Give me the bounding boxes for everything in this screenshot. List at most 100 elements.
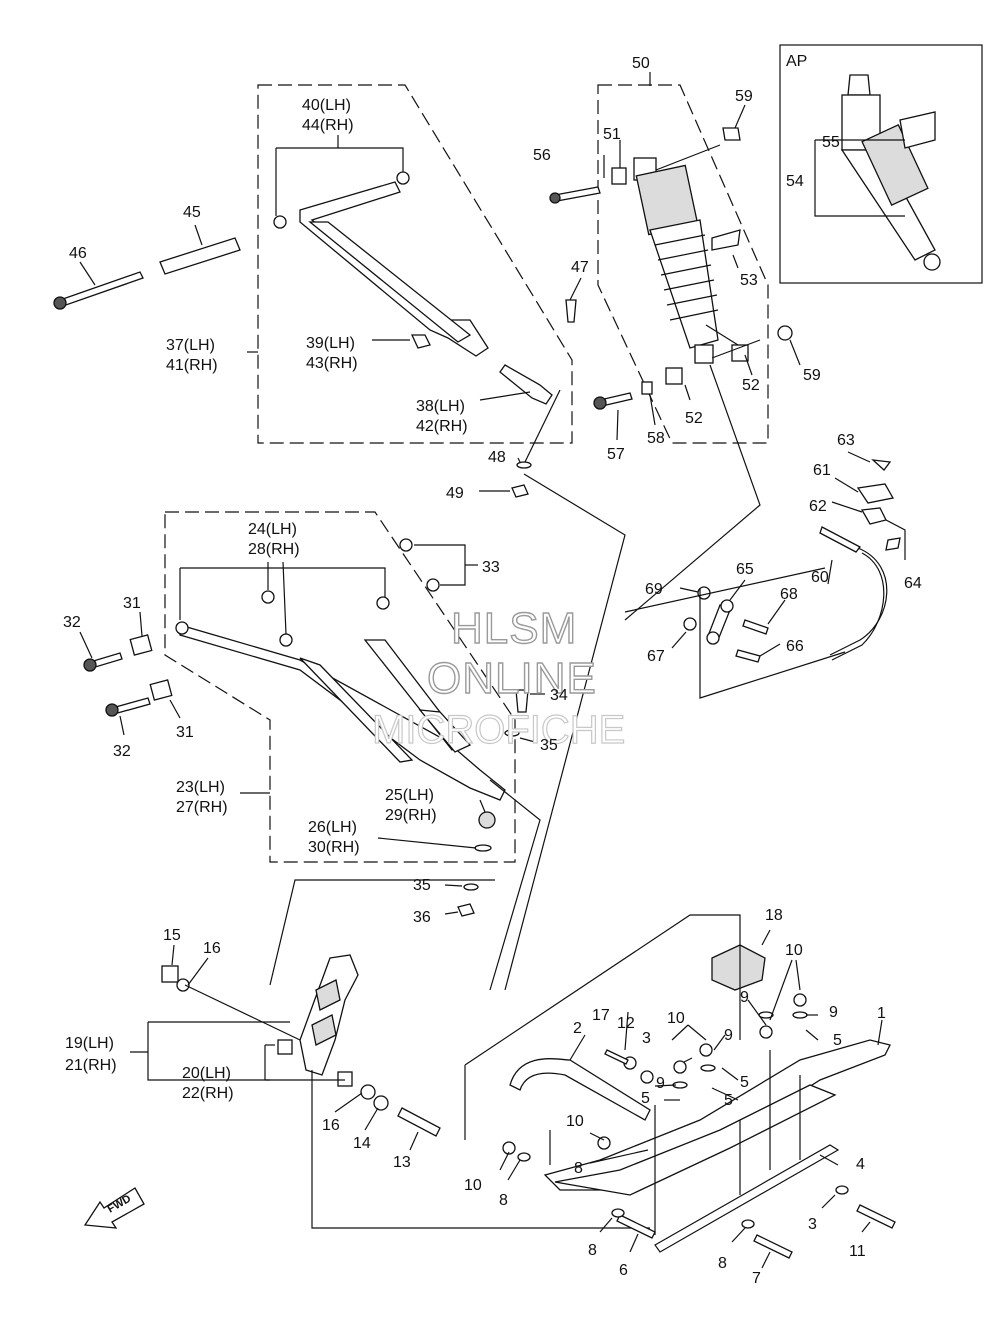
callout: 57	[607, 446, 625, 463]
spacer-58	[641, 381, 653, 395]
callout: 61	[813, 462, 831, 479]
callout: 52	[742, 377, 760, 394]
callout: 55	[822, 134, 840, 151]
collar-15-washer-16	[161, 965, 190, 992]
ski-nuts-washers	[502, 993, 849, 1229]
callout: 45	[183, 204, 201, 221]
callout: 44(RH)	[302, 117, 354, 134]
callout: 56	[533, 147, 551, 164]
callout: 9	[829, 1004, 838, 1021]
callout: 64	[904, 575, 922, 592]
callout: 31	[176, 724, 194, 741]
callout: 33	[482, 559, 500, 576]
callout: 48	[488, 449, 506, 466]
bolt-56	[549, 186, 601, 204]
callout: 49	[446, 485, 464, 502]
callout: 28(RH)	[248, 541, 300, 558]
pin-13	[397, 1107, 441, 1137]
callout: 52	[685, 410, 703, 427]
callout: 38(LH)	[416, 398, 465, 415]
callout: 50	[632, 55, 650, 72]
callout: 7	[752, 1270, 761, 1287]
callout: 8	[588, 1242, 597, 1259]
callout: 18	[765, 907, 783, 924]
nut-39	[410, 334, 431, 349]
callout: 36	[413, 909, 431, 926]
callout: 66	[786, 638, 804, 655]
bolts-66-68	[735, 619, 769, 663]
callout: 16	[203, 940, 221, 957]
link-65	[706, 599, 734, 645]
callout: 59	[735, 88, 753, 105]
inset-title: AP	[786, 53, 807, 70]
pivot-shaft-45	[159, 237, 241, 275]
callout: 32	[113, 743, 131, 760]
bracket-62	[860, 507, 887, 525]
callout: 24(LH)	[248, 521, 297, 538]
skid-stopper-18	[711, 944, 766, 991]
callout: 40(LH)	[302, 97, 351, 114]
bolt-46	[53, 271, 144, 310]
callout: 5	[740, 1074, 749, 1091]
callout: 9	[724, 1027, 733, 1044]
callout: 35	[540, 737, 558, 754]
bolt-57	[593, 392, 633, 410]
callout: 69	[645, 581, 663, 598]
callout: 34	[550, 687, 568, 704]
callout: 13	[393, 1154, 411, 1171]
bushings-24	[175, 538, 440, 647]
callout: 35	[413, 877, 431, 894]
bushings-20	[277, 1039, 353, 1087]
lower-arm-group-box	[164, 511, 516, 863]
callout: 3	[808, 1216, 817, 1233]
watermark-line1: HLSM	[451, 604, 577, 653]
nut-59-lower	[777, 325, 793, 341]
upper-a-arm	[299, 181, 489, 357]
watermark-line2: ONLINE	[427, 654, 597, 703]
callout: 51	[603, 126, 621, 143]
washer-35-nut-36	[457, 729, 520, 917]
callout: 68	[780, 586, 798, 603]
ski-1	[543, 1039, 891, 1196]
callout: 67	[647, 648, 665, 665]
shock-group-box	[597, 84, 769, 444]
callout: 42(RH)	[416, 418, 468, 435]
handle-2	[509, 1058, 651, 1121]
callout: 46	[69, 245, 87, 262]
callout: 65	[736, 561, 754, 578]
collar-51	[611, 167, 627, 185]
shock-absorber-50	[633, 157, 719, 364]
callout: 47	[571, 259, 589, 276]
ball-joint-38	[499, 364, 553, 405]
bracket-53	[711, 229, 741, 251]
lower-a-arm	[179, 624, 506, 801]
callout: 10	[785, 942, 803, 959]
callout: 9	[740, 989, 749, 1006]
callout: 41(RH)	[166, 357, 218, 374]
fwd-arrow-icon: FWD	[83, 1187, 145, 1229]
callout: 59	[803, 367, 821, 384]
callout: 11	[849, 1243, 866, 1260]
callout: 17	[592, 1007, 610, 1024]
watermark: HLSM ONLINE MICROFICHE	[371, 603, 626, 752]
callout: 23(LH)	[176, 779, 225, 796]
callout: 26(LH)	[308, 819, 357, 836]
callout: 53	[740, 272, 758, 289]
nut-59-top	[722, 127, 741, 141]
callout: 5	[833, 1032, 842, 1049]
callout: 60	[811, 569, 829, 586]
callout: 30(RH)	[308, 839, 360, 856]
callout: 19(LH)	[65, 1035, 114, 1052]
washer-16-collar-14	[360, 1084, 389, 1111]
bolt-47	[565, 299, 577, 323]
bushings-40	[273, 171, 410, 229]
callout-labels: 1 2 3 3 4 5 5 5 5 6 7 8 8 8 8 9 9 9 9 10…	[63, 55, 922, 1287]
collars-31	[129, 634, 173, 701]
callout: 21(RH)	[65, 1057, 117, 1074]
callout: 29(RH)	[385, 807, 437, 824]
callout: 27(RH)	[176, 799, 228, 816]
callout: 37(LH)	[166, 337, 215, 354]
callout: 12	[617, 1015, 635, 1032]
callout: 3	[642, 1030, 651, 1047]
